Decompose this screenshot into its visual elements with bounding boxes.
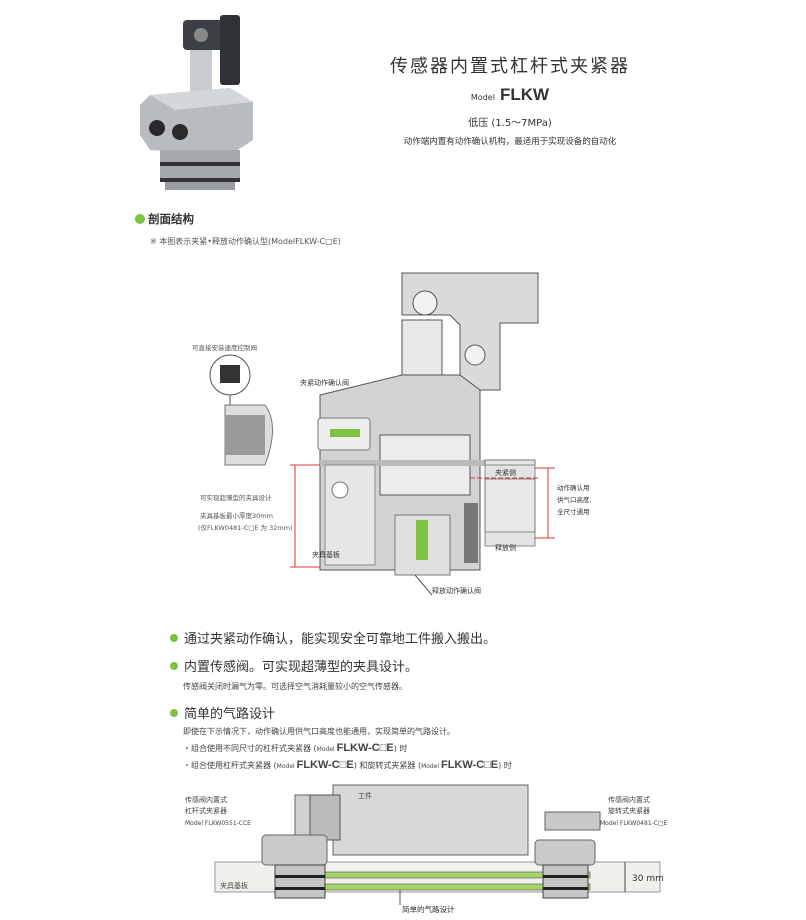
cross-section-diagram: 可直接安装速度控制阀 夹紧动作确认阀 可实现超薄型的夹具设计 夹具基板最小厚度3… bbox=[192, 272, 592, 596]
product-description: 动作端内置有动作确认机构，最适用于实现设备的自动化 bbox=[403, 137, 617, 147]
feature-title: 通过夹紧动作确认，能实现安全可靠地工件搬入搬出。 bbox=[184, 632, 497, 647]
label-fixture-plate: 夹具基板 bbox=[312, 550, 340, 559]
label-clamp-side: 夹紧侧 bbox=[495, 468, 516, 477]
left-clamp-model: Model FLKW0551-CCE bbox=[185, 820, 251, 827]
label-port-note-1: 动作确认用 bbox=[557, 483, 590, 492]
feature-3-item-2: ・组合使用杠杆式夹紧器 (Model FLKW-C□E) 和旋转式夹紧器 (Mo… bbox=[183, 759, 512, 771]
feature-3: 简单的气路设计 bbox=[170, 703, 275, 722]
label-speed-valve: 可直接安装速度控制阀 bbox=[192, 343, 257, 352]
bullet-dot-icon bbox=[170, 661, 178, 670]
label-port-note-2: 供气口高度, bbox=[557, 495, 592, 504]
bullet-dot-icon bbox=[135, 214, 145, 224]
model-name: FLKW bbox=[500, 85, 550, 104]
feature-title: 内置传感阀。可实现超薄型的夹具设计。 bbox=[184, 660, 419, 675]
feature-2: 内置传感阀。可实现超薄型的夹具设计。 bbox=[170, 656, 418, 675]
air-circuit-diagram: 30 mm 传感阀内置式 杠杆式夹紧器 Model FLKW0551-CCE 工… bbox=[185, 784, 668, 914]
thickness-label: 30 mm bbox=[632, 874, 664, 884]
feature-1: 通过夹紧动作确认，能实现安全可靠地工件搬入搬出。 bbox=[170, 628, 496, 647]
feature-2-text: 传感阀关闭时漏气为零。可选择空气消耗量较小的空气传感器。 bbox=[183, 682, 407, 691]
left-clamp-label-1: 传感阀内置式 bbox=[185, 795, 227, 804]
label-min-thickness-note: (仅FLKW0481-C□E 为 32mm) bbox=[198, 523, 293, 532]
product-photo bbox=[140, 15, 253, 190]
feature-3-text: 即使在下示情况下，动作确认用供气口高度也能通用，实现简单的气路设计。 bbox=[183, 727, 455, 736]
product-title: 传感器内置式杠杆式夹紧器 bbox=[390, 56, 630, 77]
air-circuit-label: 简单的气路设计 bbox=[402, 904, 455, 914]
label-min-thickness: 夹具基板最小厚度30mm bbox=[200, 511, 273, 520]
section-heading: 剖面结构 bbox=[135, 211, 194, 227]
label-clamp-confirm-valve: 夹紧动作确认阀 bbox=[300, 378, 349, 387]
label-port-note-3: 全尺寸通用 bbox=[557, 507, 590, 516]
right-clamp-model: Model FLKW0481-C□E bbox=[600, 820, 668, 827]
right-clamp-label-1: 传感阀内置式 bbox=[608, 795, 650, 804]
left-clamp-label-2: 杠杆式夹紧器 bbox=[185, 806, 227, 815]
fixture-plate-label: 夹具基板 bbox=[220, 881, 248, 890]
feature-title: 简单的气路设计 bbox=[184, 707, 276, 722]
bullet-dot-icon bbox=[170, 633, 178, 642]
right-clamp-label-2: 旋转式夹紧器 bbox=[608, 806, 650, 815]
workpiece-label: 工件 bbox=[358, 791, 372, 800]
section-note: ※ 本图表示夹紧•释放动作确认型(ModelFLKW-C□E) bbox=[150, 237, 341, 246]
section-title: 剖面结构 bbox=[148, 212, 194, 226]
model-prefix: Model bbox=[470, 93, 495, 102]
model-line: Model FLKW bbox=[360, 85, 660, 105]
bullet-dot-icon bbox=[170, 708, 178, 717]
pressure-range: 低压 (1.5～7MPa) bbox=[468, 118, 552, 129]
feature-3-item-1: ・组合使用不同尺寸的杠杆式夹紧器 (Model FLKW-C□E) 时 bbox=[183, 742, 408, 754]
label-thin-design: 可实现超薄型的夹具设计 bbox=[200, 493, 272, 502]
label-release-confirm-valve: 释放动作确认阀 bbox=[432, 586, 481, 595]
label-release-side: 释放侧 bbox=[495, 543, 516, 552]
